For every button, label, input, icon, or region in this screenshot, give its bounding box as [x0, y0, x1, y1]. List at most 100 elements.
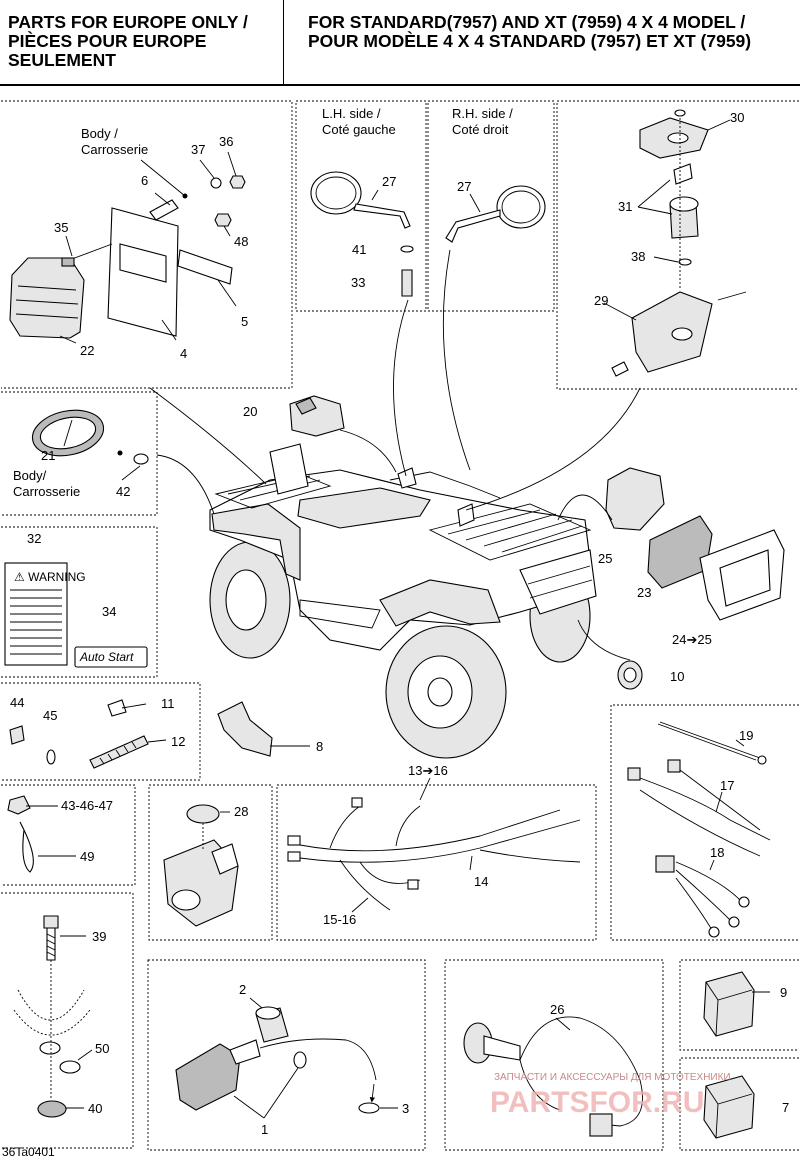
autostart-decal-text: Auto Start: [79, 650, 134, 664]
spacer: [149, 199, 179, 221]
callout-10: 10: [670, 669, 684, 684]
callout-4: 4: [180, 346, 187, 361]
front-rack: [428, 503, 592, 561]
callout-39: 39: [92, 929, 106, 944]
label-lh-side: L.H. side /: [322, 106, 381, 121]
spring-12-coils: [99, 741, 137, 765]
callout-27-rh: 27: [457, 179, 471, 194]
callout-21: 21: [41, 448, 55, 463]
box-clamp: [1, 784, 136, 886]
harness-connector-4: [407, 879, 419, 890]
box-license-light: [1, 100, 293, 389]
front-hub: [427, 677, 453, 707]
callout-33: 33: [351, 275, 365, 290]
label-body-1: Body /: [81, 126, 118, 141]
screw-parts: [13, 915, 93, 1118]
harness: [287, 777, 581, 913]
callout-38: 38: [631, 249, 645, 264]
box-reflector: [1, 391, 158, 516]
turn-signal-parts: [175, 997, 398, 1119]
callout-8: 8: [316, 739, 323, 754]
screw-39-shank: [46, 927, 56, 961]
harness-17: [639, 769, 771, 857]
license-light-leaders: [59, 151, 237, 344]
callout-28: 28: [234, 804, 248, 819]
label-carrosserie-1: Carrosserie: [81, 142, 148, 157]
box-decals: [1, 526, 158, 678]
bulb-11: [107, 699, 127, 717]
header-right: FOR STANDARD(7957) AND XT (7959) 4 X 4 M…: [284, 0, 800, 86]
handlebar-right-control: [457, 503, 475, 527]
cover-hole: [671, 327, 693, 341]
turn-signal-stem: [229, 1039, 261, 1065]
callout-30: 30: [730, 110, 744, 125]
footrest: [299, 599, 381, 629]
connector-20: [289, 395, 345, 437]
callout-48: 48: [234, 234, 248, 249]
turn-signal-lens: [175, 1043, 241, 1111]
header-left-line3: SEULEMENT: [8, 50, 116, 70]
callout-42: 42: [116, 484, 130, 499]
mirror-lh: [310, 171, 414, 297]
cable-26-tail: [519, 1059, 561, 1111]
front-fender: [379, 579, 501, 627]
adapter-33: [401, 269, 413, 297]
washer-1: [293, 1051, 307, 1069]
box-turn-signal: [147, 959, 426, 1151]
rear-fender: [211, 503, 301, 581]
callout-36: 36: [219, 134, 233, 149]
backrest: [269, 443, 309, 495]
grommet-40: [37, 1100, 67, 1118]
reflector-assembly: [31, 409, 149, 481]
callout-1: 1: [261, 1122, 268, 1137]
callout-numbers: 37 36 6 35 48 5 4 22 27 41 33 27 30 31 3…: [10, 110, 789, 1137]
washer-42: [133, 453, 149, 465]
front-rack-bars: [447, 509, 583, 553]
warning-decal-text-lines: [10, 589, 62, 655]
tail-light-ribs: [15, 285, 79, 319]
mirror-lh-rim: [315, 176, 357, 210]
clamp-parts: [7, 795, 76, 873]
watermark-small-text: ЗАПЧАСТИ И АКСЕССУАРЫ ДЛЯ МОТОТЕХНИКИ: [494, 1072, 731, 1083]
harness-18-plug-1: [738, 896, 750, 908]
callout-11: 11: [161, 696, 175, 711]
cover-nut: [611, 361, 629, 377]
mirror-rh: [445, 185, 546, 243]
license-light-assembly: [9, 175, 246, 339]
screw-head-35: [61, 257, 75, 267]
horn-10-center: [623, 667, 637, 683]
callout-2: 2: [239, 982, 246, 997]
small-parts: [9, 699, 167, 769]
harness-connector-3: [351, 797, 363, 808]
fender-outline: [17, 989, 85, 1021]
mirror-rh-glass: [496, 185, 546, 229]
connector-20-cap: [295, 397, 317, 415]
rear-rack: [214, 473, 332, 509]
callout-14: 14: [474, 874, 488, 889]
body-point-2: [117, 450, 123, 456]
wire-19: [659, 721, 761, 759]
callout-12: 12: [171, 734, 185, 749]
callout-43-46-47: 43-46-47: [61, 798, 113, 813]
callout-40: 40: [88, 1101, 102, 1116]
callout-6: 6: [141, 173, 148, 188]
switch-top: [669, 196, 699, 212]
harness-main: [299, 809, 581, 863]
callout-25: 25: [598, 551, 612, 566]
harness-18-plug-3: [708, 926, 720, 938]
header-right-line2: POUR MODÈLE 4 X 4 STANDARD (7957) ET XT …: [308, 31, 752, 51]
box-mirror-lh: [295, 100, 427, 312]
mirror-rh-rim: [501, 190, 541, 224]
cap-28: [186, 804, 220, 824]
seat: [297, 487, 431, 529]
nut-36: [229, 175, 246, 189]
label-rh-side: R.H. side /: [452, 106, 513, 121]
relay-9: [703, 971, 770, 1037]
handlebar-left-control: [397, 467, 417, 489]
callout-5: 5: [241, 314, 248, 329]
callout-31: 31: [618, 199, 632, 214]
callout-3: 3: [402, 1101, 409, 1116]
callout-41: 41: [352, 242, 366, 257]
box-switch: [148, 784, 273, 941]
cable-26-connector: [589, 1113, 613, 1137]
